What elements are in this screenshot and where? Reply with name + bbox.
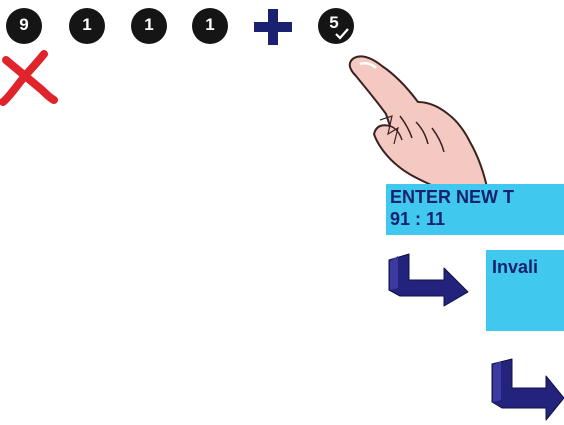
key-label: 5 <box>329 13 339 32</box>
key-1-button[interactable]: 1 <box>192 8 228 44</box>
key-label: 9 <box>19 15 29 34</box>
screen-time-value: 91 : 11 <box>390 209 446 229</box>
plus-icon[interactable] <box>253 8 293 46</box>
display-screen-entry: ENTER NEW T 91 : 11 <box>386 184 564 235</box>
key-9-button[interactable]: 9 <box>6 8 42 44</box>
pointing-hand-icon <box>348 55 489 214</box>
bent-arrow-right-icon <box>388 253 469 307</box>
x-mark-icon[interactable] <box>0 50 58 106</box>
key-label: 1 <box>144 15 154 34</box>
display-screen-invalid: Invali <box>486 250 564 331</box>
key-5-confirm-button[interactable]: 5 <box>318 8 354 44</box>
key-1-button[interactable]: 1 <box>131 8 167 44</box>
key-label: 1 <box>82 15 92 34</box>
key-1-button[interactable]: 1 <box>69 8 105 44</box>
screen-message-text: Invali <box>492 257 539 277</box>
checkmark-icon <box>335 28 349 40</box>
bent-arrow-right-icon <box>491 358 564 421</box>
screen-prompt-text: ENTER NEW T <box>390 187 514 207</box>
key-label: 1 <box>205 15 215 34</box>
